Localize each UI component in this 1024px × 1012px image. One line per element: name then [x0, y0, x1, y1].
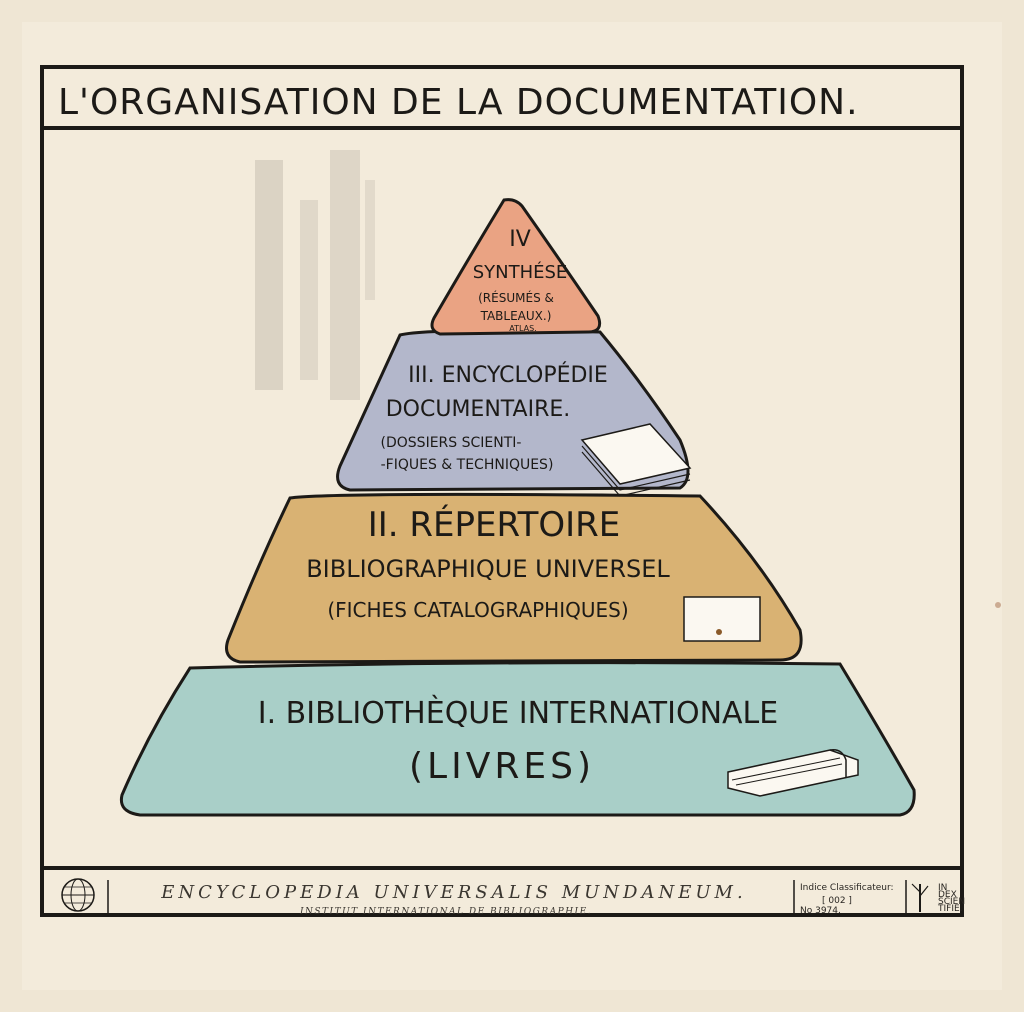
- level-4-note: ATLAS.: [509, 324, 536, 333]
- level-2-desc: (FICHES CATALOGRAPHIQUES): [327, 598, 628, 622]
- globe-icon: [61, 878, 95, 912]
- level-3-desc-line1: (DOSSIERS SCIENTI-: [381, 435, 522, 451]
- svg-text:DEX: DEX: [938, 890, 957, 900]
- level-3-desc-line2: -FIQUES & TECHNIQUES): [381, 457, 554, 473]
- footer-subtitle: INSTITUT INTERNATIONAL DE BIBLIOGRAPHIE.: [299, 907, 592, 917]
- level-1-desc: (LIVRES): [409, 746, 595, 787]
- poster-title: L'ORGANISATION DE LA DOCUMENTATION.: [58, 82, 859, 123]
- outer-frame: [40, 65, 964, 917]
- svg-text:IN: IN: [938, 883, 947, 893]
- footer-main-title: ENCYCLOPEDIA UNIVERSALIS MUNDANEUM.: [160, 882, 746, 903]
- level-4-desc-line1: (RÉSUMÉS &: [478, 290, 554, 305]
- level-2-shape: [225, 492, 803, 664]
- level-4-name: SYNTHÉSE: [473, 261, 568, 283]
- catalogue-card-icon: [683, 596, 761, 642]
- document-number: No 3974.: [800, 906, 841, 916]
- level-4-numeral: IV: [509, 227, 531, 252]
- smudge-marks: [255, 150, 375, 400]
- level-4-desc-line2: TABLEAUX.): [480, 309, 552, 323]
- level-2-name-line1: II. RÉPERTOIRE: [368, 504, 621, 545]
- index-label: Indice Classificateur:: [800, 883, 894, 893]
- index-value: [ 002 ]: [822, 896, 852, 906]
- level-3-name-line1: III. ENCYCLOPÉDIE: [408, 362, 608, 388]
- level-1-name: I. BIBLIOTHÈQUE INTERNATIONALE: [258, 695, 778, 731]
- svg-text:SCIEN: SCIEN: [938, 897, 965, 907]
- index-scientifique-logo: IN DEX SCIEN TIFIE.: [911, 883, 965, 914]
- level-2-name-line2: BIBLIOGRAPHIQUE UNIVERSEL: [306, 555, 670, 583]
- stain-mark: [995, 602, 1001, 608]
- level-4-shape: [430, 198, 602, 336]
- level-1-shape: [119, 661, 916, 817]
- level-3-name-line2: DOCUMENTAIRE.: [386, 397, 571, 422]
- book-icon: [727, 748, 859, 797]
- svg-text:TIFIE.: TIFIE.: [937, 904, 963, 914]
- dossier-stack-icon: [580, 423, 692, 497]
